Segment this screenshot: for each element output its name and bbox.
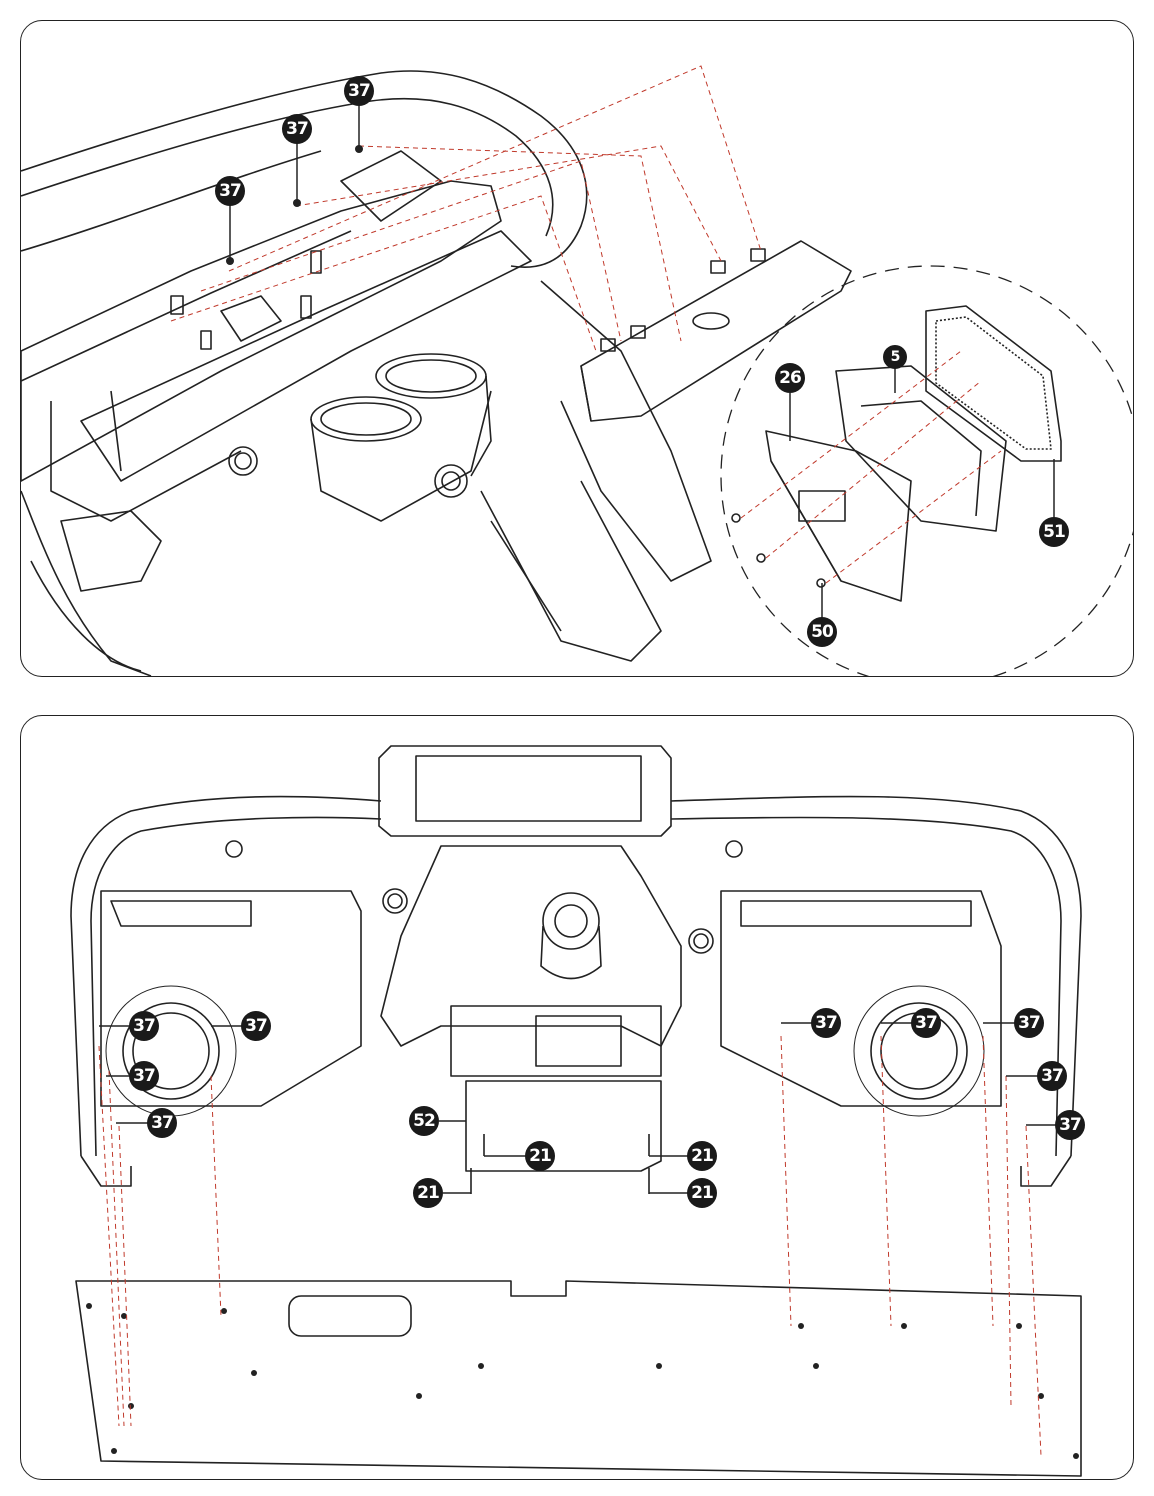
top-assembly-view: 37 37 37 26 5 51 50 [20, 20, 1134, 677]
callout-21: 21 [413, 1178, 443, 1208]
callout-21: 21 [687, 1178, 717, 1208]
callout-37: 37 [1014, 1008, 1044, 1038]
callout-5: 5 [883, 345, 907, 369]
bottom-assembly-view: 37 37 37 37 37 37 37 37 37 52 21 21 21 2… [20, 715, 1134, 1480]
callout-51: 51 [1039, 517, 1069, 547]
callout-37: 37 [129, 1011, 159, 1041]
callout-37: 37 [129, 1061, 159, 1091]
console-exploded-drawing [21, 65, 1133, 676]
callout-37: 37 [1055, 1110, 1085, 1140]
callout-52: 52 [409, 1106, 439, 1136]
callout-37: 37 [282, 114, 312, 144]
callout-37: 37 [215, 176, 245, 206]
console-underside-drawing [70, 745, 1082, 1477]
callout-26: 26 [775, 363, 805, 393]
callout-21: 21 [687, 1141, 717, 1171]
callout-37: 37 [344, 76, 374, 106]
callout-37: 37 [147, 1108, 177, 1138]
callout-37: 37 [1037, 1061, 1067, 1091]
callout-37: 37 [911, 1008, 941, 1038]
callout-37: 37 [241, 1011, 271, 1041]
callout-21: 21 [525, 1141, 555, 1171]
callout-50: 50 [807, 617, 837, 647]
callout-37: 37 [811, 1008, 841, 1038]
